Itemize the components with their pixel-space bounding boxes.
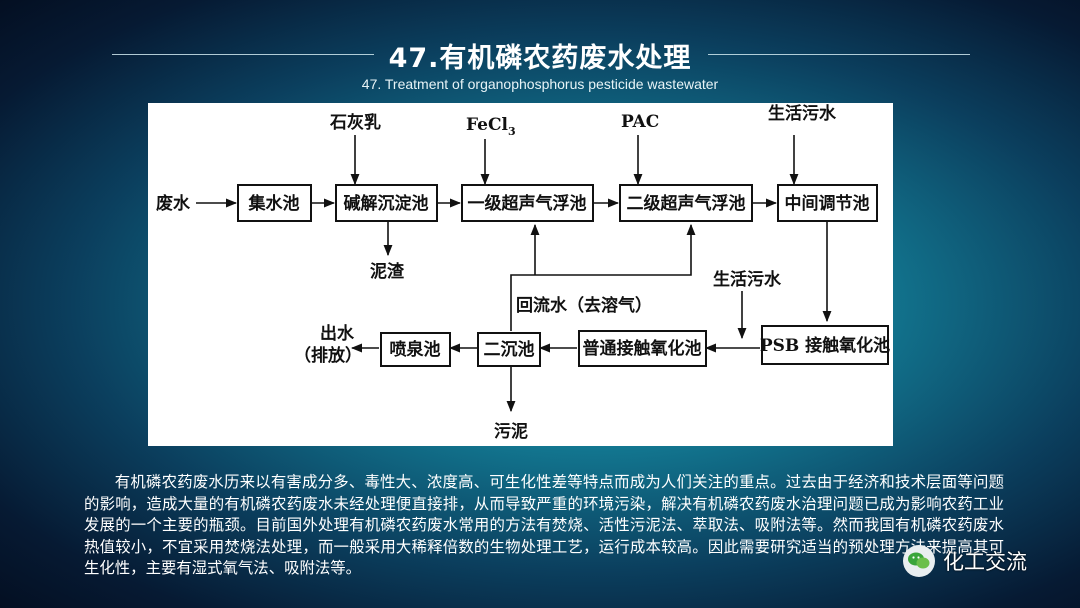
watermark-text: 化工交流 (943, 550, 1027, 574)
svg-text:碱解沉淀池: 碱解沉淀池 (344, 193, 429, 214)
label-sewage-top: 生活污水 (768, 103, 837, 124)
label-sludge: 污泥 (494, 421, 528, 442)
svg-text:普通接触氧化池: 普通接触氧化池 (583, 338, 702, 359)
node-fountain-tank: 喷泉池 (380, 332, 451, 367)
label-sludge-residue: 泥渣 (370, 261, 405, 282)
flow-diagram-svg: 集水池 碱解沉淀池 一级超声气浮池 二级超声气浮池 中间调节池 PSB 接触氧化… (156, 103, 890, 442)
svg-text:二级超声气浮池: 二级超声气浮池 (627, 193, 746, 214)
label-outlet: 出水 (320, 323, 355, 344)
label-lime: 石灰乳 (329, 112, 381, 133)
label-fecl3: FeCl3 (466, 115, 516, 138)
label-wastewater: 废水 (156, 193, 191, 214)
page-subtitle: 47. Treatment of organophosphorus pestic… (361, 76, 719, 92)
node-collection-tank: 集水池 (237, 184, 312, 222)
wechat-icon (903, 545, 935, 577)
title-rule-right (708, 54, 970, 55)
node-oxidation-tank: 普通接触氧化池 (578, 330, 707, 367)
svg-text:二沉池: 二沉池 (484, 339, 535, 360)
svg-text:一级超声气浮池: 一级超声气浮池 (468, 193, 587, 214)
process-flow-diagram: 集水池 碱解沉淀池 一级超声气浮池 二级超声气浮池 中间调节池 PSB 接触氧化… (148, 103, 893, 446)
node-psb-oxidation-tank: PSB 接触氧化池 (760, 325, 890, 365)
node-secondary-clarifier: 二沉池 (477, 332, 541, 367)
page-title: 47.有机磷农药废水处理 (388, 43, 692, 74)
flow-edges (196, 135, 832, 413)
label-reflux: 回流水（去溶气） (516, 295, 652, 316)
node-regulating-tank: 中间调节池 (777, 184, 878, 222)
svg-text:喷泉池: 喷泉池 (390, 339, 441, 360)
label-pac: PAC (621, 112, 659, 132)
node-primary-flotation-tank: 一级超声气浮池 (461, 184, 594, 222)
svg-text:中间调节池: 中间调节池 (785, 193, 870, 214)
node-secondary-flotation-tank: 二级超声气浮池 (619, 184, 753, 222)
svg-text:PSB 接触氧化池: PSB 接触氧化池 (760, 335, 890, 356)
label-sewage-mid: 生活污水 (713, 269, 782, 290)
title-rule-left (112, 54, 374, 55)
edge-reflux-up (510, 223, 696, 331)
description-paragraph: 有机磷农药废水历来以有害成分多、毒性大、浓度高、可生化性差等特点而成为人们关注的… (84, 473, 1004, 577)
watermark: 化工交流 (903, 541, 1027, 581)
label-outlet-discharge: （排放） (294, 345, 362, 366)
svg-text:集水池: 集水池 (248, 193, 300, 214)
node-alkaline-sedimentation-tank: 碱解沉淀池 (335, 184, 438, 222)
